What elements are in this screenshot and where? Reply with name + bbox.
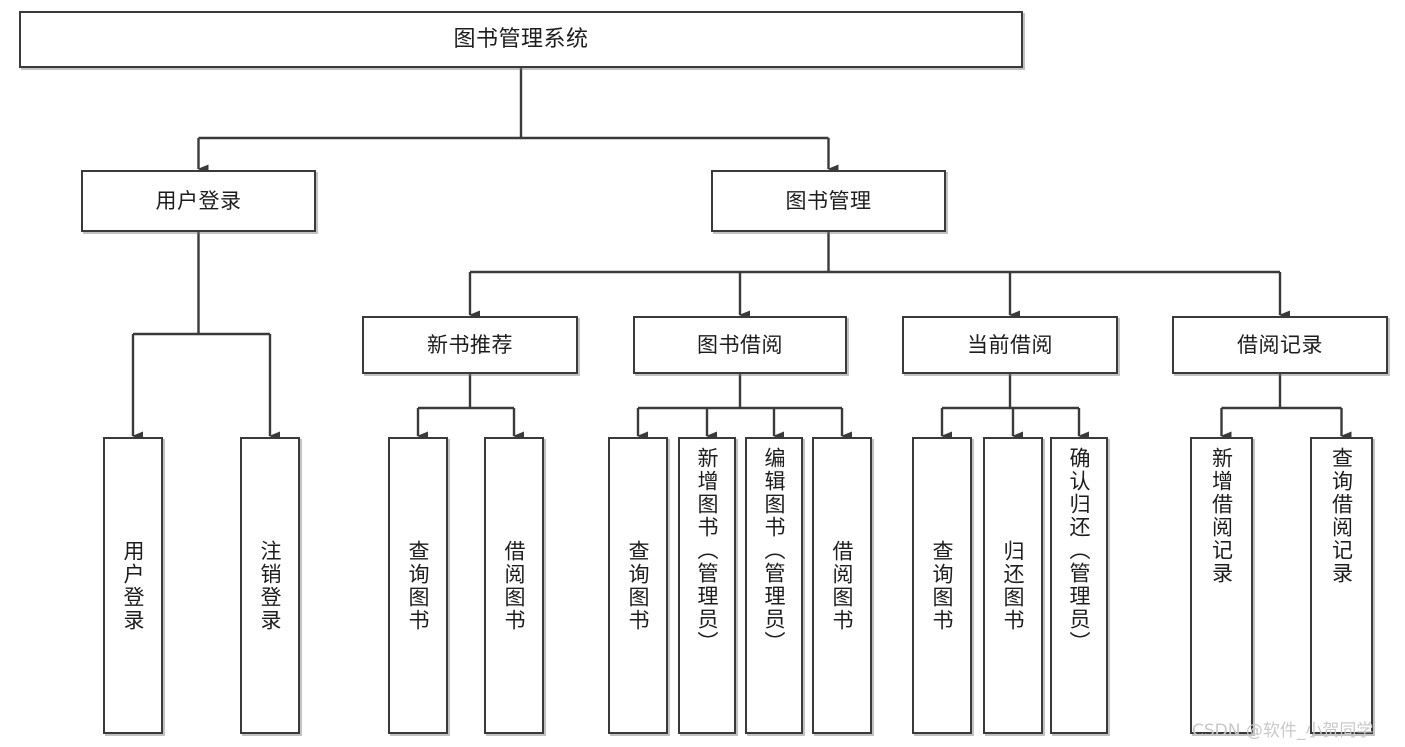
node-book-borrow[interactable]: 图书借阅 <box>633 316 847 374</box>
node-leaf-query-book-2[interactable]: 查询图书 <box>608 437 668 734</box>
csdn-watermark: CSDN @软件_小贺同学 <box>1192 721 1374 741</box>
node-label: 编辑图书（管理员） <box>762 447 787 654</box>
node-user-login[interactable]: 用户登录 <box>81 170 316 232</box>
node-label: 查询图书 <box>406 539 431 632</box>
node-label: 用户登录 <box>155 188 242 213</box>
node-leaf-add-record[interactable]: 新增借阅记录 <box>1190 437 1253 734</box>
node-label: 借阅记录 <box>1237 332 1323 357</box>
node-label: 图书管理系统 <box>453 26 589 52</box>
node-leaf-add-book[interactable]: 新增图书（管理员） <box>678 437 736 734</box>
node-label: 用户登录 <box>121 539 146 632</box>
node-root[interactable]: 图书管理系统 <box>19 11 1023 68</box>
edges <box>131 68 1352 441</box>
node-leaf-query-record[interactable]: 查询借阅记录 <box>1310 437 1373 734</box>
node-label: 查询借阅记录 <box>1329 447 1354 585</box>
node-leaf-borrow-book-2[interactable]: 借阅图书 <box>812 437 872 734</box>
node-label: 新增借阅记录 <box>1209 447 1234 585</box>
node-label: 借阅图书 <box>502 539 527 632</box>
node-leaf-query-book-3[interactable]: 查询图书 <box>912 437 972 734</box>
node-label: 图书管理 <box>785 188 872 213</box>
node-label: 当前借阅 <box>967 332 1053 357</box>
node-label: 注销登录 <box>258 539 283 632</box>
node-label: 新书推荐 <box>427 332 513 357</box>
node-leaf-return-book[interactable]: 归还图书 <box>983 437 1043 734</box>
node-leaf-confirm-ret[interactable]: 确认归还（管理员） <box>1050 437 1108 734</box>
node-label: 新增图书（管理员） <box>695 447 720 654</box>
node-leaf-user-login[interactable]: 用户登录 <box>103 437 163 734</box>
node-new-book-rec[interactable]: 新书推荐 <box>362 316 578 374</box>
node-label: 查询图书 <box>626 539 651 632</box>
node-current-borrow[interactable]: 当前借阅 <box>902 316 1118 374</box>
node-book-manage[interactable]: 图书管理 <box>711 170 946 232</box>
node-borrow-record[interactable]: 借阅记录 <box>1172 316 1388 374</box>
node-leaf-query-book-1[interactable]: 查询图书 <box>388 437 448 734</box>
node-label: 借阅图书 <box>830 539 855 632</box>
node-leaf-user-logout[interactable]: 注销登录 <box>240 437 300 734</box>
node-label: 图书借阅 <box>697 332 783 357</box>
node-label: 查询图书 <box>930 539 955 632</box>
node-label: 确认归还（管理员） <box>1067 447 1092 654</box>
node-label: 归还图书 <box>1001 539 1026 632</box>
node-leaf-borrow-book-1[interactable]: 借阅图书 <box>484 437 544 734</box>
node-leaf-edit-book[interactable]: 编辑图书（管理员） <box>745 437 803 734</box>
